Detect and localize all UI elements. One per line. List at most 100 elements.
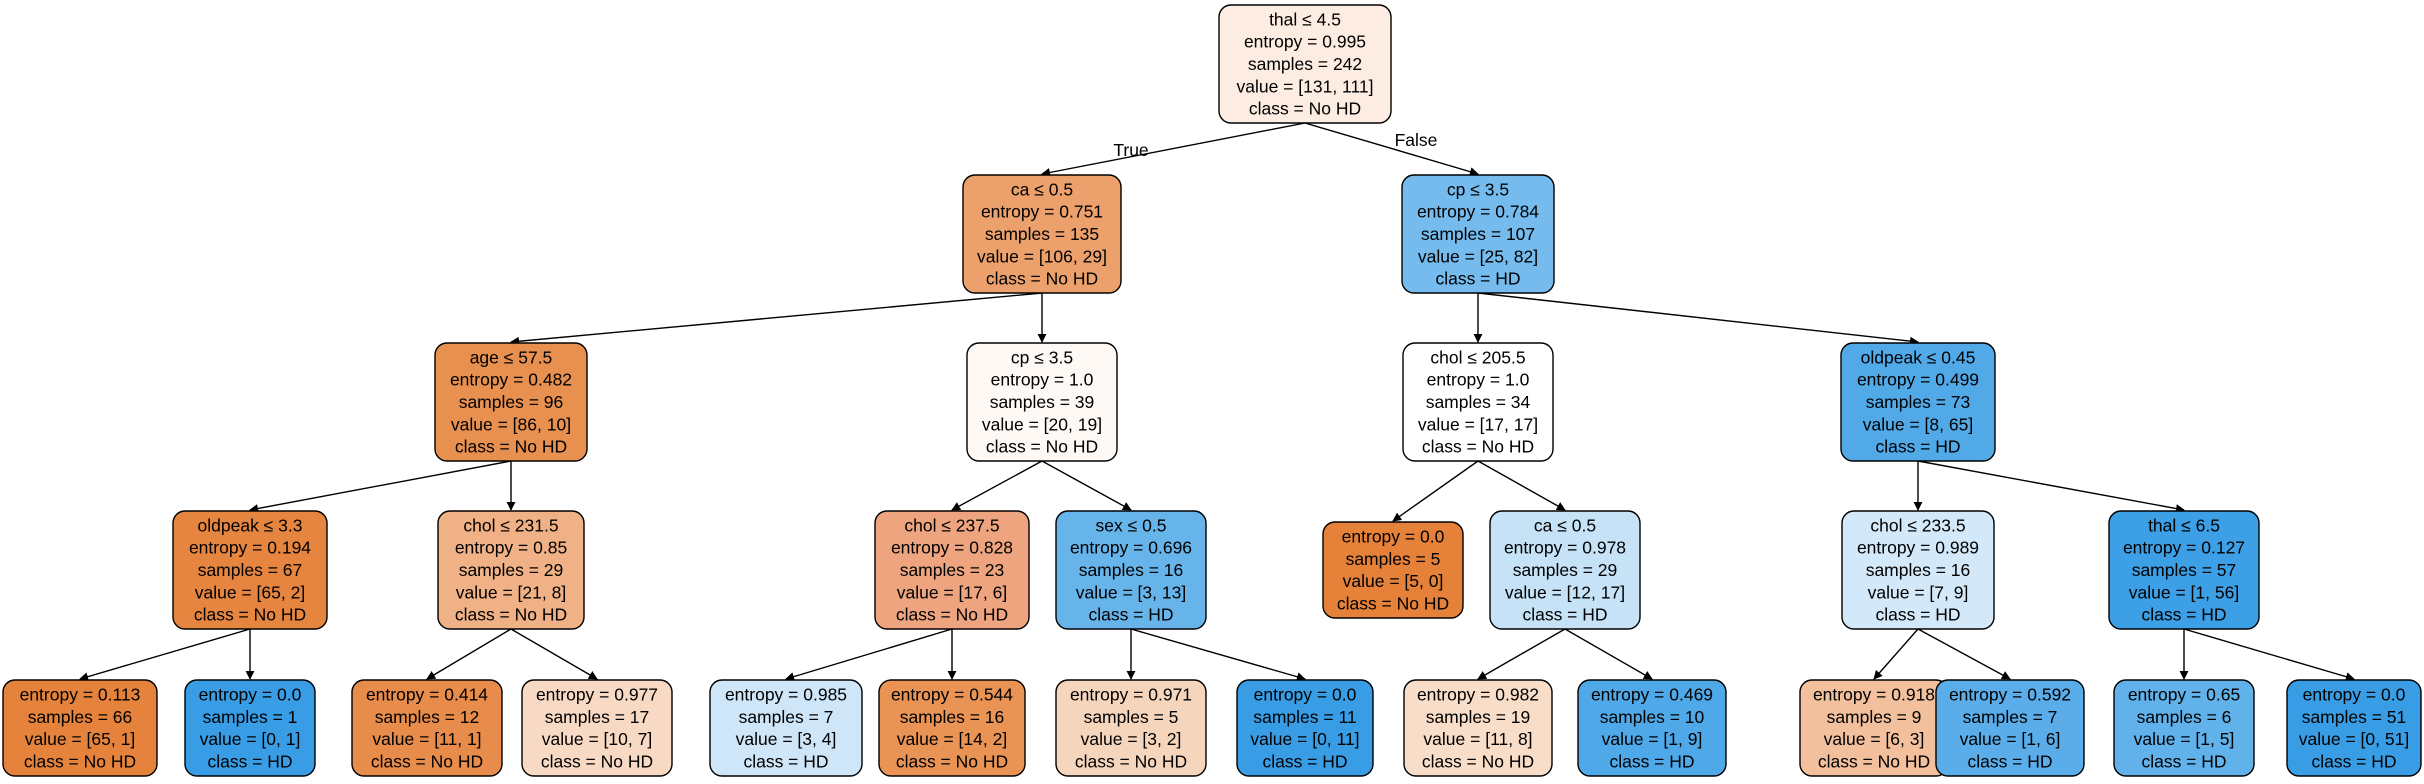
edge-n4-n10 bbox=[1041, 460, 1132, 511]
node-text-line: class = No HD bbox=[896, 605, 1008, 625]
node-text-line: value = [6, 3] bbox=[1824, 729, 1925, 749]
node-text-line: value = [8, 65] bbox=[1863, 414, 1973, 434]
node-box bbox=[1236, 679, 1374, 777]
node-text-line: class = HD bbox=[743, 751, 828, 771]
node-text-line: samples = 12 bbox=[375, 707, 480, 727]
edge-n2-n6 bbox=[1477, 292, 1919, 346]
node-box bbox=[1322, 521, 1464, 619]
node-text-line: entropy = 0.918 bbox=[1813, 685, 1935, 705]
node-text-line: samples = 19 bbox=[1426, 707, 1531, 727]
node-text-line: class = HD bbox=[1875, 437, 1960, 457]
node-box bbox=[966, 342, 1118, 462]
node-text-line: samples = 51 bbox=[2302, 707, 2407, 727]
node-box bbox=[2108, 510, 2260, 630]
edge-n5-n12 bbox=[1477, 460, 1566, 511]
node-text-line: samples = 66 bbox=[28, 707, 133, 727]
edge-n7-n15 bbox=[79, 628, 251, 682]
node-text-line: entropy = 0.978 bbox=[1504, 538, 1626, 558]
node-text-line: value = [3, 2] bbox=[1081, 729, 1182, 749]
node-text-line: class = HD bbox=[1522, 605, 1607, 625]
node-text-line: entropy = 0.995 bbox=[1244, 32, 1366, 52]
node-box bbox=[434, 342, 588, 462]
node-text-line: class = No HD bbox=[455, 437, 567, 457]
node-text-line: samples = 39 bbox=[990, 392, 1095, 412]
node-box bbox=[1489, 510, 1641, 630]
node-text-line: entropy = 0.0 bbox=[1254, 685, 1357, 705]
node-box bbox=[2113, 679, 2255, 777]
node-text-line: samples = 73 bbox=[1866, 392, 1971, 412]
node-text-line: chol ≤ 205.5 bbox=[1430, 347, 1525, 367]
node-text-line: samples = 34 bbox=[1426, 392, 1531, 412]
edge-n3-n7 bbox=[249, 460, 512, 513]
node-text-line: samples = 5 bbox=[1346, 549, 1441, 569]
node-text-line: samples = 242 bbox=[1248, 54, 1362, 74]
node-box bbox=[962, 174, 1122, 294]
node-text-line: entropy = 0.696 bbox=[1070, 538, 1192, 558]
node-text-line: value = [65, 2] bbox=[195, 582, 305, 602]
node-text-line: age ≤ 57.5 bbox=[470, 347, 553, 367]
node-text-line: class = No HD bbox=[986, 269, 1098, 289]
node-box bbox=[351, 679, 503, 777]
node-text-line: value = [21, 8] bbox=[456, 582, 566, 602]
node-text-line: oldpeak ≤ 3.3 bbox=[198, 515, 303, 535]
node-text-line: samples = 16 bbox=[1079, 560, 1184, 580]
node-text-line: ca ≤ 0.5 bbox=[1534, 515, 1596, 535]
node-text-line: thal ≤ 6.5 bbox=[2148, 515, 2220, 535]
node-text-line: samples = 16 bbox=[900, 707, 1005, 727]
node-text-line: class = HD bbox=[1435, 269, 1520, 289]
node-text-line: samples = 7 bbox=[1963, 707, 2058, 727]
node-text-line: value = [0, 1] bbox=[200, 729, 301, 749]
node-box bbox=[1401, 174, 1555, 294]
edge-n12-n24 bbox=[1564, 628, 1653, 680]
node-text-line: class = HD bbox=[2141, 605, 2226, 625]
node-text-line: value = [1, 56] bbox=[2129, 582, 2239, 602]
node-text-line: entropy = 0.989 bbox=[1857, 538, 1979, 558]
node-text-line: samples = 1 bbox=[203, 707, 298, 727]
node-text-line: value = [14, 2] bbox=[897, 729, 1007, 749]
node-box bbox=[1055, 510, 1207, 630]
node-text-line: oldpeak ≤ 0.45 bbox=[1861, 347, 1976, 367]
node-text-line: value = [17, 17] bbox=[1418, 414, 1538, 434]
edge-labels-layer: True False bbox=[1113, 130, 1437, 160]
node-text-line: samples = 16 bbox=[1866, 560, 1971, 580]
node-text-line: samples = 5 bbox=[1084, 707, 1179, 727]
node-text-line: value = [11, 8] bbox=[1423, 729, 1532, 749]
node-text-line: class = HD bbox=[1875, 605, 1960, 625]
node-text-line: entropy = 0.977 bbox=[536, 685, 658, 705]
node-text-line: entropy = 0.828 bbox=[891, 538, 1013, 558]
edge-n8-n18 bbox=[510, 628, 598, 680]
node-box bbox=[2, 679, 158, 777]
node-text-line: samples = 67 bbox=[198, 560, 303, 580]
node-text-line: entropy = 0.751 bbox=[981, 202, 1103, 222]
edge-n4-n9 bbox=[951, 460, 1043, 511]
node-text-line: entropy = 0.85 bbox=[455, 538, 567, 558]
node-text-line: value = [17, 6] bbox=[897, 582, 1007, 602]
node-text-line: class = HD bbox=[1967, 751, 2052, 771]
node-box bbox=[874, 510, 1030, 630]
node-text-line: class = No HD bbox=[24, 751, 136, 771]
node-text-line: value = [7, 9] bbox=[1868, 582, 1969, 602]
node-text-line: value = [3, 13] bbox=[1076, 582, 1186, 602]
node-text-line: chol ≤ 233.5 bbox=[1870, 515, 1965, 535]
node-text-line: samples = 10 bbox=[1600, 707, 1705, 727]
node-text-line: value = [25, 82] bbox=[1418, 246, 1538, 266]
